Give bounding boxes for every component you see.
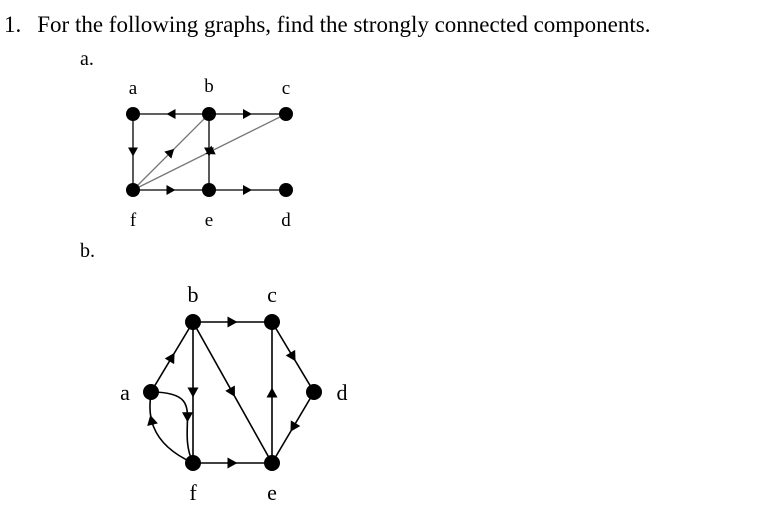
graph-b-edge-f-a-arrowhead [147, 414, 158, 426]
graph-a-edge-f-e-arrowhead [166, 185, 176, 195]
graph-a-node-e [202, 183, 216, 197]
graph-a-node-label-f: f [130, 210, 137, 231]
graph-a-node-d [279, 183, 293, 197]
graph-b-edge-e-c-arrowhead [266, 387, 278, 398]
graph-b: a b c d e f [120, 282, 347, 505]
question-line: 1. For the following graphs, find the str… [4, 12, 650, 38]
question-number: 1. [4, 12, 22, 37]
graph-b-node-e [264, 455, 280, 471]
graph-a-node-label-c: c [282, 78, 290, 99]
graph-b-edge-b-c-arrowhead [227, 316, 238, 328]
graph-b-edge-a-f [150, 391, 194, 464]
graph-b-edge-b-f-arrowhead [187, 387, 199, 398]
graph-b-node-b [185, 314, 201, 330]
graph-a-edge-b-c-arrowhead [243, 109, 252, 119]
graph-a-edge-f-b-arrowhead [164, 148, 175, 159]
graph-a-node-label-b: b [204, 76, 214, 97]
graph-a-edge-b-a-arrowhead [166, 109, 176, 119]
graph-b-edge-a-b-arrowhead [164, 352, 175, 365]
graph-a-node-label-d: d [281, 210, 291, 231]
graph-a: a b c d e f [126, 76, 293, 231]
graph-a-node-f [126, 183, 140, 197]
graph-a-node-a [126, 107, 140, 121]
graph-b-node-a [143, 384, 159, 400]
question-text: For the following graphs, find the stron… [37, 12, 651, 37]
graph-b-node-label-a: a [120, 380, 130, 405]
graph-b-node-d [306, 384, 322, 400]
graph-b-edge-a-f-arrowhead [181, 412, 193, 423]
graph-a-edge-a-f-arrowhead [128, 147, 138, 157]
graph-b-node-label-e: e [267, 480, 277, 505]
graph-b-edge-d-e-arrowhead [290, 420, 301, 432]
graph-a-edge-e-d-arrowhead [243, 185, 252, 195]
graph-a-edge-b-e-arrowhead [204, 147, 214, 157]
graph-b-edge-f-e-arrowhead [227, 457, 238, 469]
graph-b-node-label-f: f [189, 480, 197, 505]
graph-a-node-label-a: a [129, 78, 138, 99]
graph-a-node-c [279, 107, 293, 121]
graph-b-node-label-d: d [337, 380, 348, 405]
graph-b-node-label-b: b [188, 282, 199, 307]
graph-a-node-b [202, 107, 216, 121]
graph-b-node-c [264, 314, 280, 330]
part-b-label: b. [80, 240, 95, 262]
graph-b-edge-b-e-arrowhead [225, 385, 235, 397]
graph-b-edge-c-d-arrowhead [285, 349, 296, 362]
part-a-label: a. [80, 48, 94, 70]
graph-b-node-f [185, 455, 201, 471]
graph-b-node-label-c: c [267, 282, 277, 307]
graph-a-node-label-e: e [205, 210, 213, 231]
